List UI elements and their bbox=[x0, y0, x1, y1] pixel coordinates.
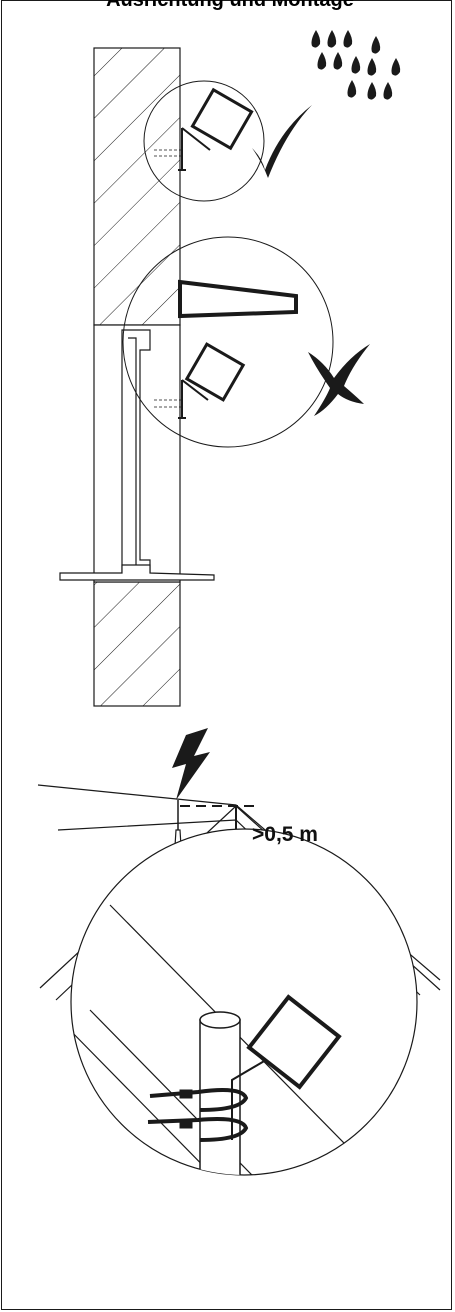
detail-circle-bad bbox=[122, 236, 334, 448]
distance-label: >0,5 m bbox=[252, 823, 318, 846]
lightning-icon bbox=[172, 728, 210, 800]
wall-section bbox=[59, 47, 215, 707]
figure-title: Ausrichtung und Montage bbox=[106, 0, 354, 11]
rain-icon bbox=[311, 30, 401, 100]
checkmark-icon bbox=[252, 105, 312, 178]
detail-circle-zoom bbox=[70, 828, 418, 1176]
cross-icon bbox=[308, 344, 370, 416]
detail-circle-good bbox=[143, 80, 265, 202]
